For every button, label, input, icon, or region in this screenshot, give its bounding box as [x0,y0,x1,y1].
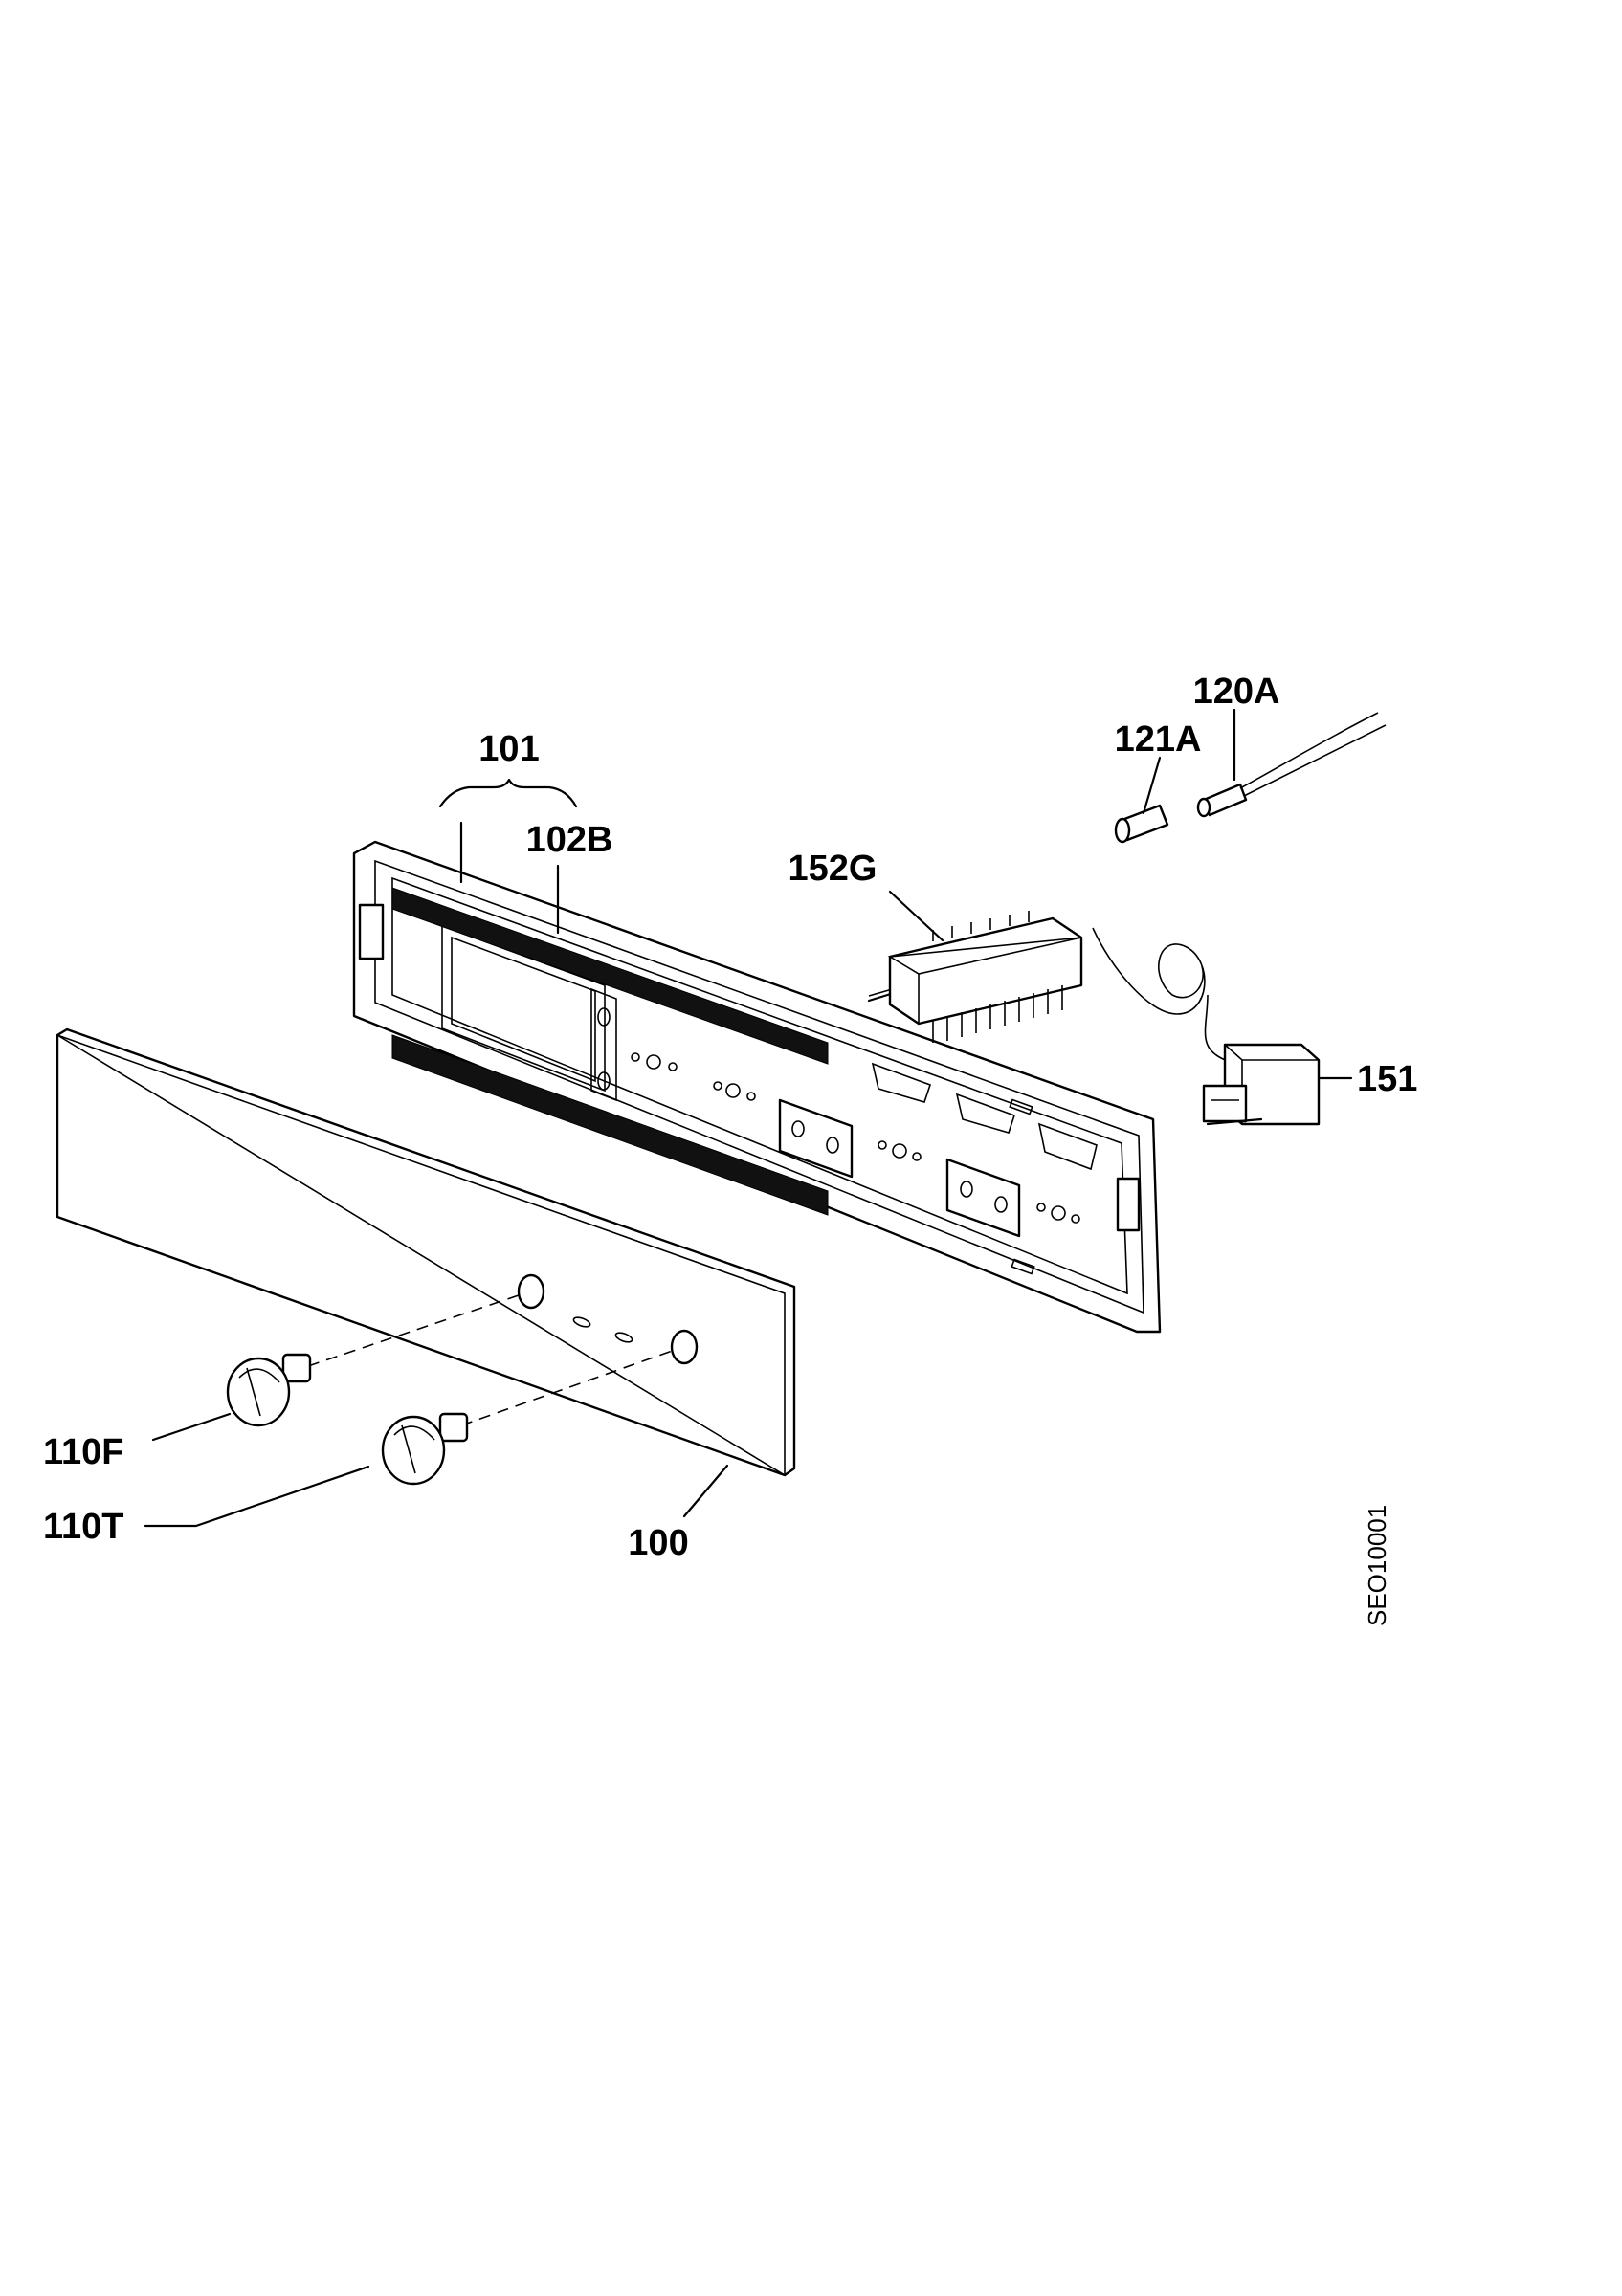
lamp-holder-121a [1114,804,1169,844]
insulation-strip-upper [391,887,829,1065]
switch-terminals [932,911,1063,1043]
front-panel [56,1027,796,1477]
thermostat-151 [1092,927,1321,1126]
callout-100: 100 [628,1523,688,1563]
mounting-plate-right [945,1158,1021,1238]
callout-102b: 102B [526,820,613,860]
right-frame-tab [1116,1177,1141,1232]
callout-152g: 152G [789,849,878,889]
leader-lines [144,708,1353,1528]
panel-clip-1 [871,1062,932,1103]
callout-101: 101 [478,729,539,769]
bracket-hole-lower [597,1071,611,1091]
control-holes [631,1052,1080,1224]
knob-110f [226,1353,312,1427]
signal-lamp-120a [1196,712,1387,818]
mounting-plate-left [778,1098,854,1179]
knob-hole-left [517,1273,545,1310]
knob-hole-right [670,1329,699,1365]
drawing-code: SEO10001 [1363,1505,1391,1626]
insulation-strip-lower [391,1034,829,1216]
callout-110f: 110F [43,1432,124,1472]
knob-110t [381,1412,469,1486]
bracket-hole-upper [597,1007,611,1027]
callout-110t: 110T [43,1507,124,1547]
callout-121a: 121A [1115,719,1202,760]
left-frame-tab [358,903,385,960]
callout-151: 151 [1357,1059,1417,1099]
panel-clip-2 [955,1093,1016,1134]
callout-120a: 120A [1193,672,1280,712]
panel-clip-3 [1037,1122,1098,1171]
selector-switch-152g [867,911,1083,1043]
